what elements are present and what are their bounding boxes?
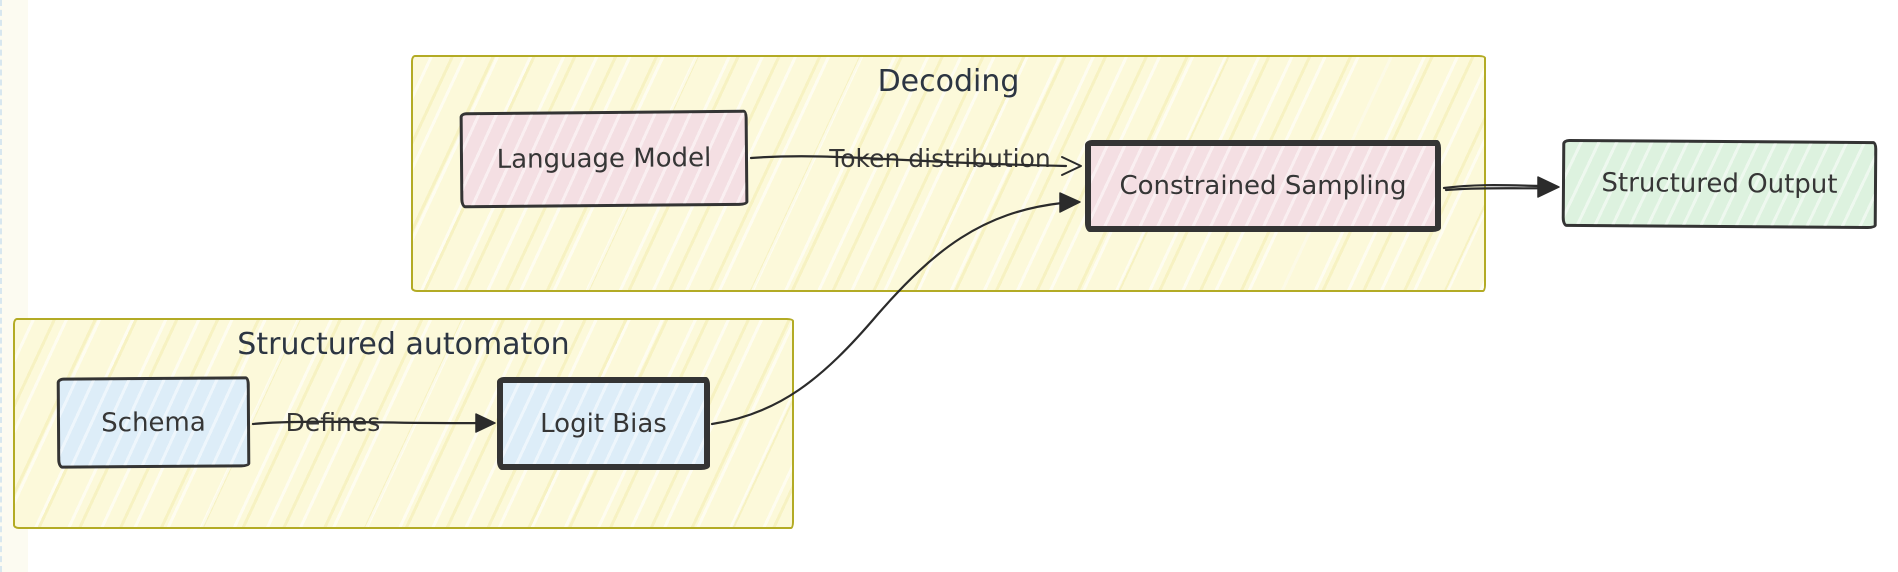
node-logit-bias-label: Logit Bias xyxy=(540,408,667,439)
node-structured-output[interactable]: Structured Output xyxy=(1561,138,1878,230)
node-constrained-sampling[interactable]: Constrained Sampling xyxy=(1085,140,1441,232)
node-logit-bias[interactable]: Logit Bias xyxy=(497,377,710,470)
edge-label-defines: Defines xyxy=(285,408,381,437)
node-language-model-label: Language Model xyxy=(496,143,712,175)
node-schema[interactable]: Schema xyxy=(56,376,251,469)
group-structured-automaton-title: Structured automaton xyxy=(237,327,570,362)
edge-label-token-distribution: Token distribution xyxy=(829,144,1051,173)
group-decoding-title: Decoding xyxy=(877,64,1020,99)
node-language-model[interactable]: Language Model xyxy=(459,109,749,209)
node-structured-output-label: Structured Output xyxy=(1601,168,1838,200)
node-schema-label: Schema xyxy=(101,407,206,438)
node-constrained-sampling-label: Constrained Sampling xyxy=(1119,171,1407,201)
